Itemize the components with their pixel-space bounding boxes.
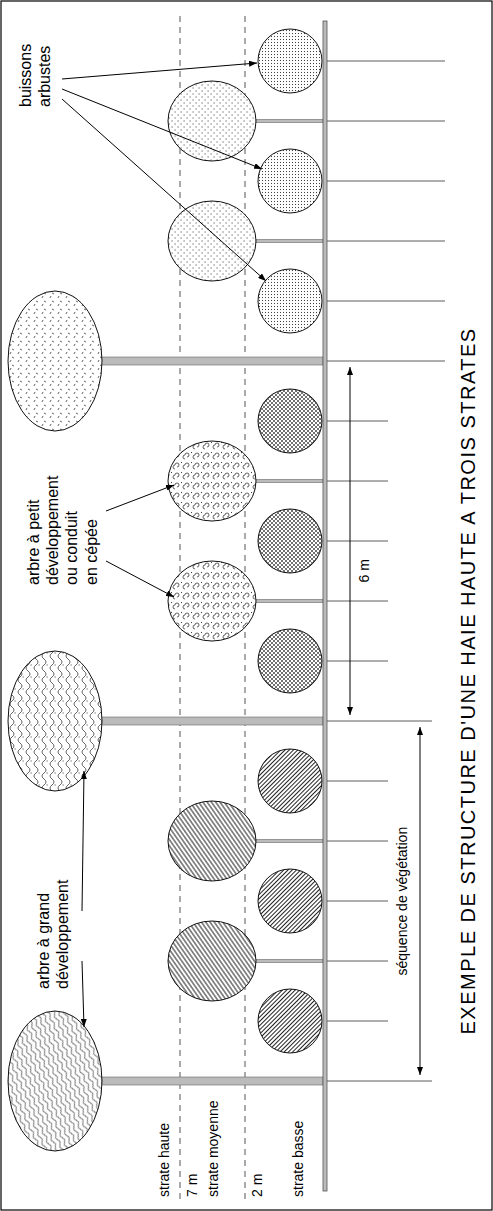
stratum-label: strate haute <box>156 1123 173 1197</box>
tree-crown <box>8 651 102 791</box>
height-mark: 2 m <box>249 1174 266 1197</box>
plant-tick <box>327 781 388 782</box>
leader-line <box>82 961 84 1027</box>
shrub <box>258 989 322 1053</box>
plant-tick <box>327 121 445 122</box>
diagram-title: EXEMPLE DE STRUCTURE D'UNE HAIE HAUTE A … <box>456 327 480 1034</box>
crowns <box>8 29 322 1151</box>
trunk <box>254 600 323 603</box>
small-tree-crown <box>168 801 256 881</box>
stratum-label: strate basse <box>290 1121 307 1197</box>
dimension-line <box>420 727 421 1075</box>
trunk <box>254 240 323 243</box>
callout-label: buissons arbustes <box>16 27 54 107</box>
small-tree-crown <box>168 201 256 281</box>
plant-tick <box>327 301 445 302</box>
leader-line <box>106 561 174 597</box>
plant-tick <box>327 181 445 182</box>
callout-label: arbre à grand développement <box>34 869 72 989</box>
plant-tick <box>327 901 388 902</box>
plant-tick <box>327 61 445 62</box>
leader-line <box>62 99 266 281</box>
plant-tick <box>327 841 388 842</box>
plant-tick <box>327 721 432 722</box>
trunks <box>100 120 323 1086</box>
shrub <box>258 869 322 933</box>
leader-line <box>82 771 84 911</box>
small-tree-crown <box>168 921 256 1001</box>
small-tree-crown <box>168 561 256 641</box>
trunk <box>254 840 323 843</box>
ground-line <box>323 21 327 1191</box>
plant-tick <box>327 1021 388 1022</box>
dimension-label: séquence de végétation <box>394 827 411 976</box>
plant-tick <box>327 1081 432 1082</box>
tree-crown <box>8 1011 102 1151</box>
plant-tick <box>327 541 388 542</box>
shrub <box>258 149 322 213</box>
trunk <box>100 717 323 725</box>
callout-label: arbre à petit développement ou conduit e… <box>24 495 101 585</box>
plant-tick <box>327 661 388 662</box>
shrub <box>258 269 322 333</box>
shrub <box>258 389 322 453</box>
plant-tick <box>327 481 388 482</box>
trunk <box>100 1077 323 1085</box>
trunk <box>100 357 323 365</box>
plant-tick <box>327 961 388 962</box>
dimension-line <box>350 367 351 715</box>
trunk <box>254 960 323 963</box>
small-tree-crown <box>168 441 256 521</box>
shrub <box>258 509 322 573</box>
leader-line <box>106 485 174 511</box>
leader-line <box>62 89 262 169</box>
plant-tick <box>327 421 388 422</box>
trunk <box>254 120 323 123</box>
trunk <box>254 480 323 483</box>
shrub <box>258 629 322 693</box>
height-mark: 7 m <box>184 1174 201 1197</box>
tree-crown <box>8 291 102 431</box>
plant-ticks <box>327 61 445 1081</box>
stratum-label: strate moyenne <box>205 1101 222 1198</box>
leader-line <box>62 63 257 79</box>
shrub <box>258 749 322 813</box>
plant-tick <box>327 241 445 242</box>
plant-tick <box>327 361 445 362</box>
shrub <box>258 29 322 93</box>
dimension-label: 6 m <box>356 559 373 582</box>
plant-tick <box>327 601 388 602</box>
